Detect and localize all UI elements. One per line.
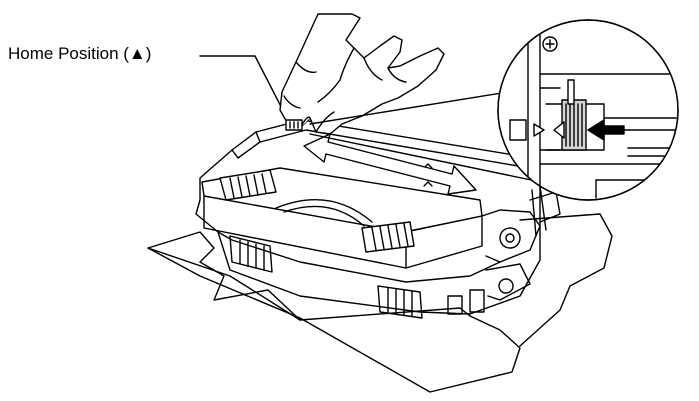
magnifier-lead-lines [309, 89, 561, 187]
triangle-marker-icon [533, 123, 545, 137]
screw-icon [542, 36, 558, 52]
double-headed-arrow-icon [303, 133, 477, 195]
magnified-inset [497, 19, 679, 201]
paper-sheet [147, 213, 613, 393]
sliding-tab [285, 119, 303, 131]
left-arrow-icon [587, 119, 625, 141]
triangle-marker-icon [553, 121, 565, 139]
callout-leader-line [199, 55, 293, 129]
home-position-label: Home Position (▲) [8, 44, 152, 63]
